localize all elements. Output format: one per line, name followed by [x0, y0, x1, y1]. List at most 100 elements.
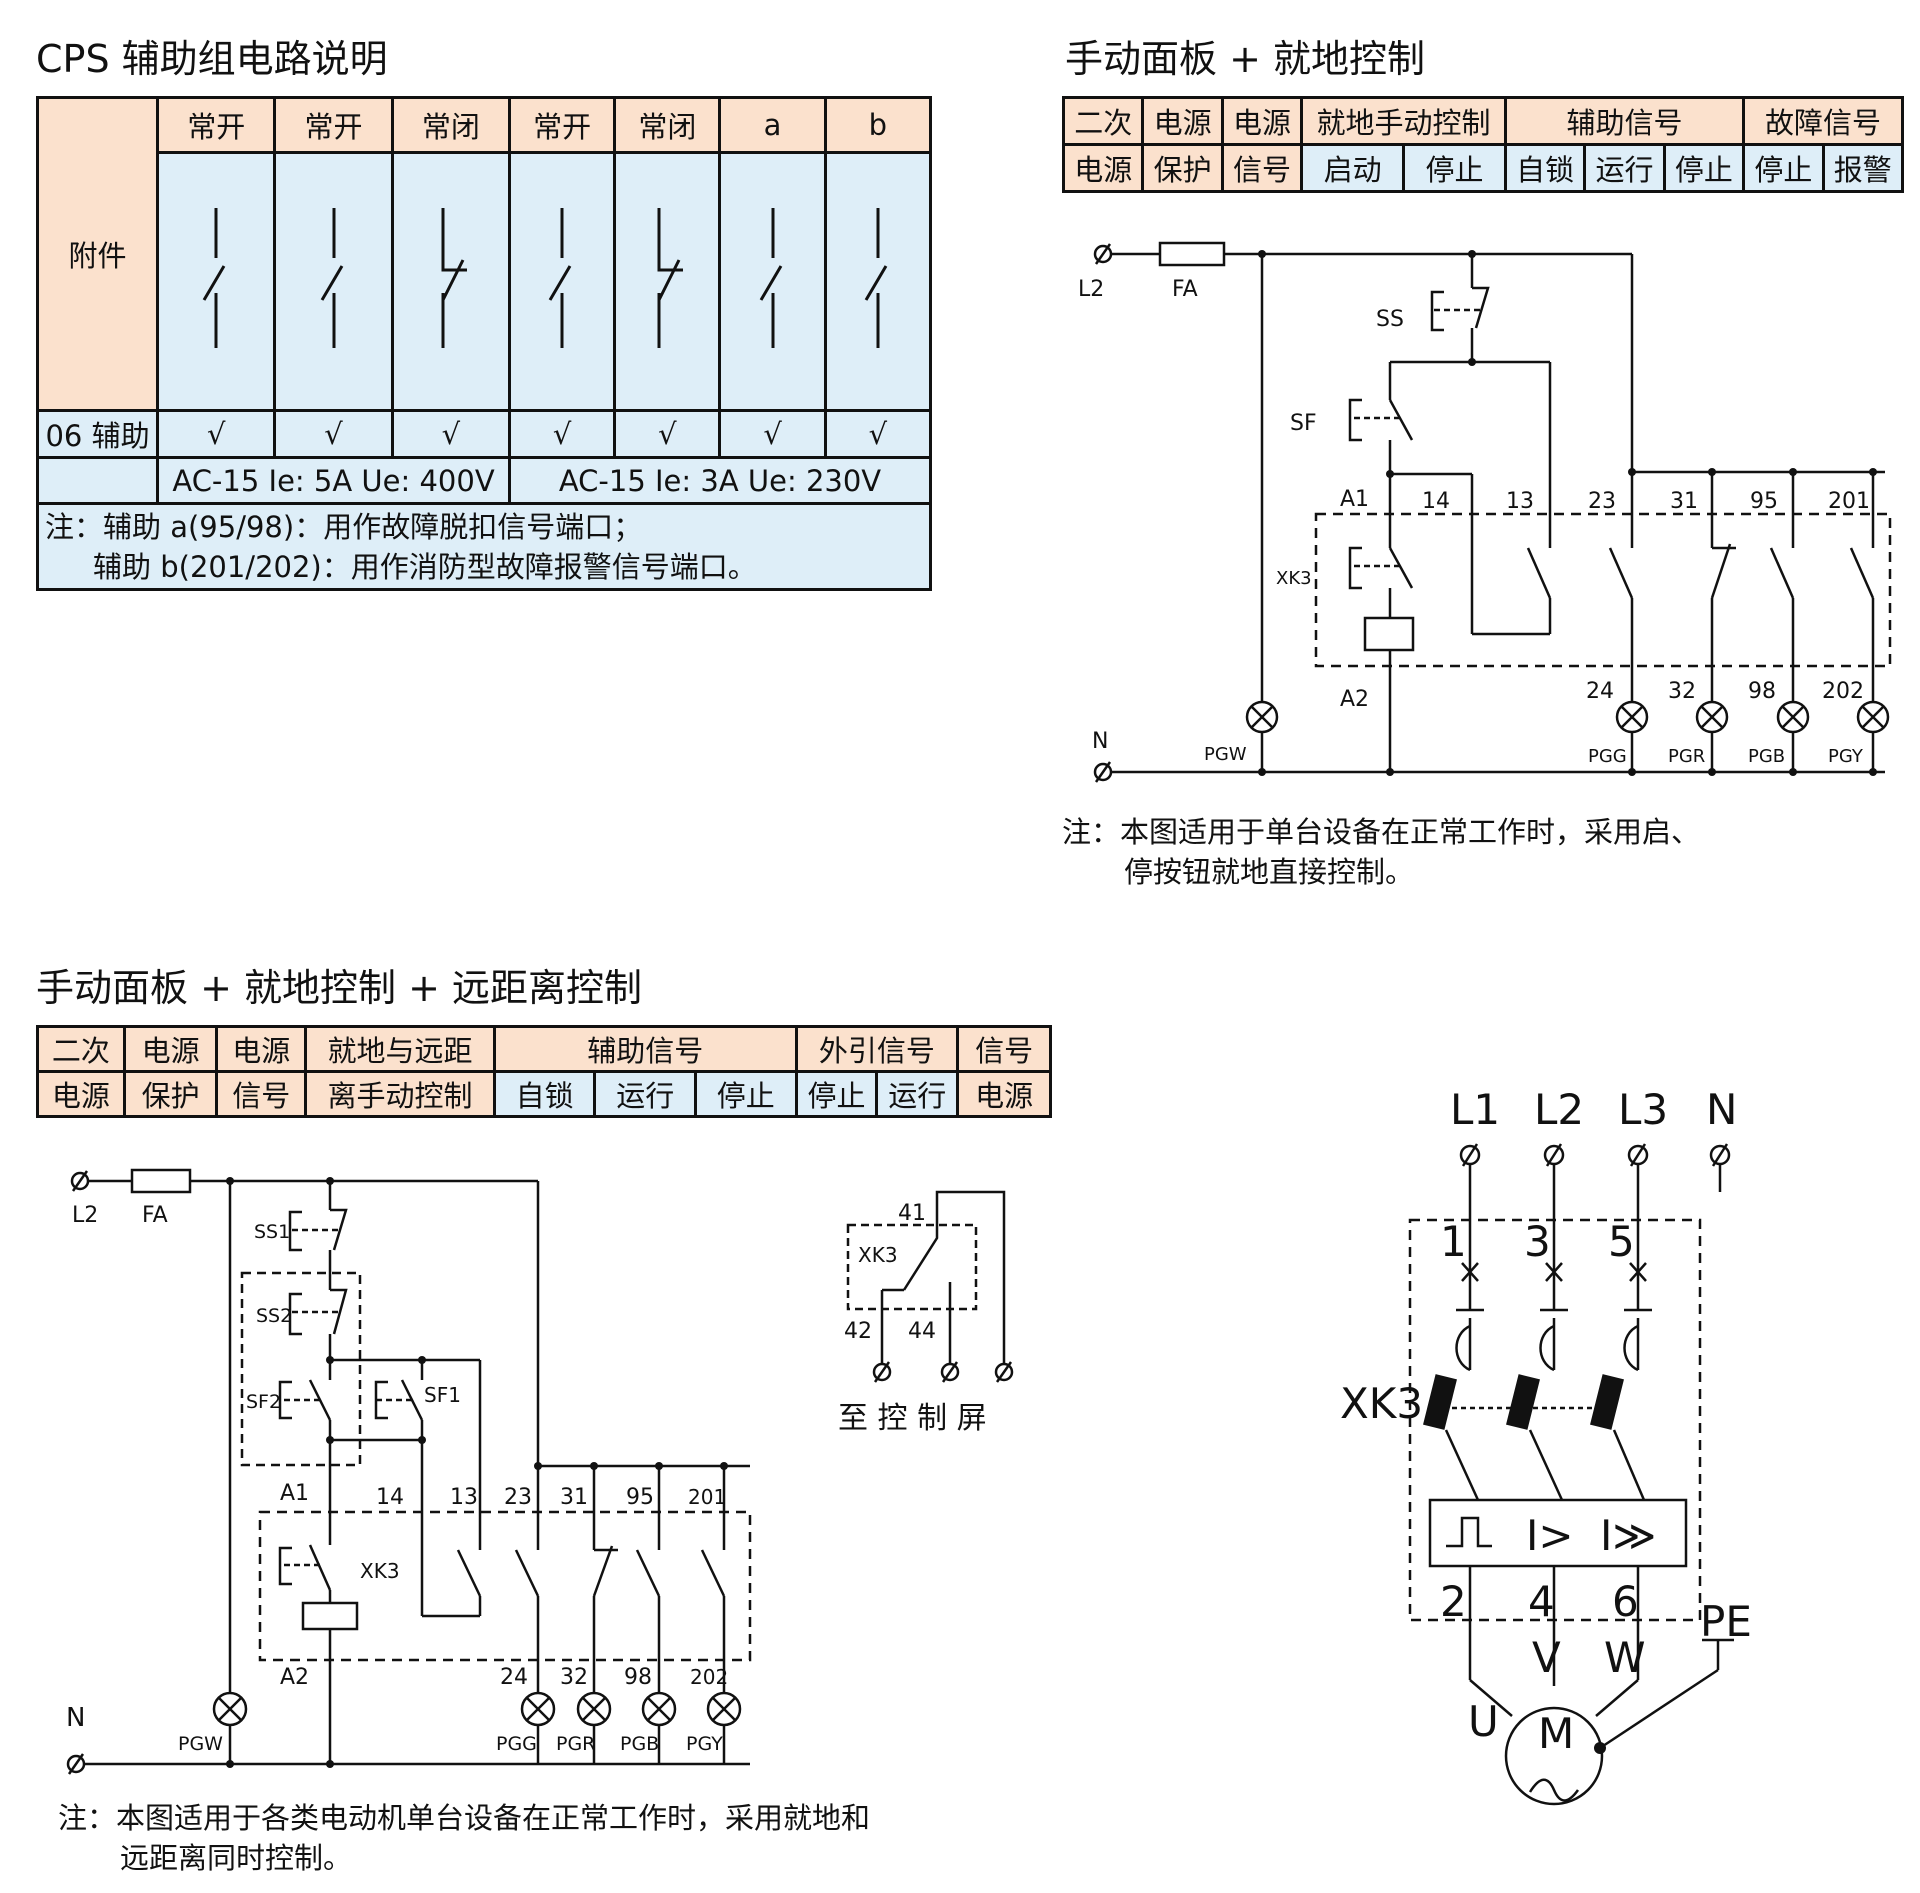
sub-selflock: 自锁 — [1503, 143, 1587, 193]
label-xk3-ext: XK3 — [858, 1243, 898, 1267]
label-31: 31 — [1670, 489, 1698, 514]
aux-note-line2: 辅助 b(201/202)：用作消防型故障报警信号端口。 — [93, 549, 757, 584]
ss1-stop-button — [330, 1208, 348, 1251]
label-n: N — [1092, 729, 1108, 754]
terminal-42 — [872, 1362, 892, 1382]
label-98: 98 — [624, 1665, 652, 1690]
trip-unit — [1428, 1498, 1688, 1568]
spec-rating-1: AC-15 Ie: 5A Ue: 400V — [156, 456, 512, 505]
col-secondary-power-2: 电源 — [36, 1070, 126, 1118]
check-mark: √ — [718, 409, 827, 459]
label-4: 4 — [1528, 1577, 1555, 1626]
col-local-remote: 就地与远距 — [304, 1025, 496, 1073]
contact-nc-symbol — [613, 151, 722, 412]
aux-head: 常开 — [508, 96, 617, 154]
remote-note-line2: 远距离同时控制。 — [120, 1841, 353, 1875]
sub-start: 启动 — [1300, 143, 1406, 193]
label-l2: L2 — [1078, 277, 1104, 302]
label-24: 24 — [1586, 679, 1614, 704]
label-fa: FA — [142, 1203, 168, 1228]
sub-fault-stop: 停止 — [1742, 143, 1825, 193]
label-pgb: PGB — [620, 1733, 659, 1755]
label-2: 2 — [1440, 1577, 1467, 1626]
ss-stop-button — [1472, 286, 1490, 329]
label-201: 201 — [688, 1485, 726, 1509]
aux-note: 注：辅助 a(95/98)：用作故障脱扣信号端口； 辅助 b(201/202)：… — [36, 502, 932, 591]
label-3: 3 — [1524, 1217, 1551, 1266]
label-6: 6 — [1612, 1577, 1639, 1626]
group-aux-signal: 辅助信号 — [1503, 96, 1746, 146]
label-41: 41 — [898, 1201, 926, 1226]
label-44: 44 — [908, 1319, 936, 1344]
label-13: 13 — [1506, 489, 1534, 514]
col-secondary-power-2: 电源 — [1061, 143, 1145, 193]
aux-head: 常开 — [273, 96, 394, 154]
col-power-signal: 电源 — [1220, 96, 1304, 146]
xk3-handle-1 — [1423, 1374, 1457, 1430]
trip-short-circuit-symbol: I≫ — [1600, 1511, 1656, 1560]
label-pe: PE — [1700, 1597, 1752, 1646]
label-xk3: XK3 — [1276, 568, 1312, 589]
label-a2: A2 — [280, 1665, 309, 1690]
local-note-line2: 停按钮就地直接控制。 — [1124, 855, 1415, 889]
arc-chute-2 — [1539, 1324, 1555, 1372]
sub-run: 运行 — [1583, 143, 1666, 193]
label-14: 14 — [1422, 489, 1450, 514]
xk3-external-box — [846, 1223, 978, 1311]
label-l1: L1 — [1450, 1085, 1500, 1134]
label-31: 31 — [560, 1485, 588, 1510]
local-header-table: 二次 电源 电源 就地手动控制 辅助信号 故障信号 电源 保护 信号 启动 停止… — [1061, 96, 1905, 193]
col-secondary-power: 二次 — [36, 1025, 126, 1073]
xk3-handle-2 — [1506, 1374, 1540, 1430]
label-pgw: PGW — [1204, 744, 1247, 765]
label-pgr: PGR — [556, 1733, 595, 1755]
label-m: M — [1538, 1709, 1574, 1758]
label-202: 202 — [1822, 679, 1864, 704]
label-32: 32 — [560, 1665, 588, 1690]
contact-no-symbol — [823, 151, 933, 412]
group-aux-signal: 辅助信号 — [492, 1025, 798, 1073]
label-l3: L3 — [1618, 1085, 1668, 1134]
label-n: N — [66, 1703, 85, 1733]
row-label: 06 辅助 — [35, 409, 160, 459]
label-l2: L2 — [72, 1203, 98, 1228]
local-note-line1: 注：本图适用于单台设备在正常工作时，采用启、 — [1062, 815, 1701, 849]
aux-note-line1: 注：辅助 a(95/98)：用作故障脱扣信号端口； — [45, 509, 643, 544]
label-n: N — [1706, 1085, 1737, 1134]
label-42: 42 — [844, 1319, 872, 1344]
col-local-remote-2: 离手动控制 — [304, 1070, 496, 1118]
arc-chute-3 — [1623, 1324, 1639, 1372]
remote-group-box — [240, 1271, 362, 1467]
label-5: 5 — [1608, 1217, 1635, 1266]
label-95: 95 — [626, 1485, 654, 1510]
label-23: 23 — [1588, 489, 1616, 514]
label-pgg: PGG — [1588, 746, 1627, 767]
col-secondary-power: 二次 — [1061, 96, 1145, 146]
sub-selflock: 自锁 — [492, 1070, 597, 1118]
check-mark: √ — [613, 409, 722, 459]
label-a1: A1 — [280, 1481, 309, 1506]
check-mark: √ — [508, 409, 617, 459]
xk3-handle-3 — [1590, 1374, 1624, 1430]
label-l2: L2 — [1534, 1085, 1584, 1134]
aux-table: 附件 常开 常开 常闭 常开 常闭 a b 06 辅助 √ √ √ √ √ √ … — [35, 96, 933, 591]
label-pgy: PGY — [686, 1733, 723, 1755]
sf-start-button — [1388, 399, 1414, 441]
sub-stop: 停止 — [1662, 143, 1746, 193]
label-1: 1 — [1440, 1217, 1467, 1266]
col-power-signal-2: 信号 — [1220, 143, 1304, 193]
attach-label: 附件 — [35, 96, 160, 412]
sub-stop: 停止 — [1402, 143, 1507, 193]
contact-no-symbol — [508, 151, 617, 412]
xk3-changeover-contact — [902, 1190, 1006, 1365]
label-pgy: PGY — [1828, 746, 1864, 767]
label-fa: FA — [1172, 277, 1198, 302]
label-xk3: XK3 — [360, 1559, 400, 1583]
sub-stop: 停止 — [694, 1070, 798, 1118]
contact-no-symbol — [156, 151, 277, 412]
contact-no-symbol — [273, 151, 394, 412]
arc-chute-1 — [1455, 1324, 1471, 1372]
